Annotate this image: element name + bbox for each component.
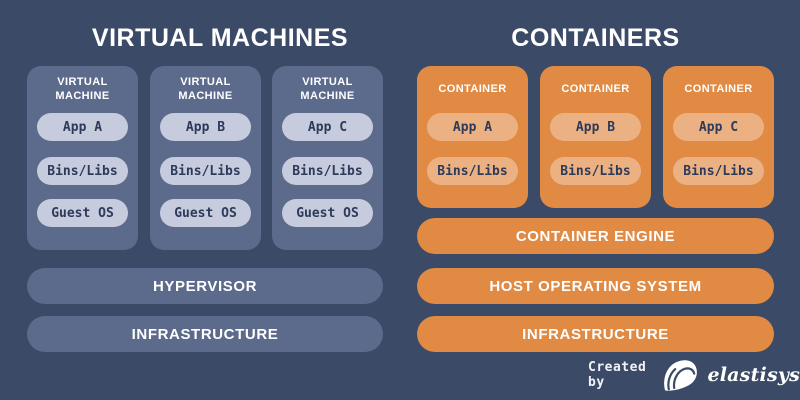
container3-bins-libs-pill: Bins/Libs [673,157,764,185]
vm-card-1: VIRTUAL MACHINE App A Bins/Libs Guest OS [27,66,138,250]
container-card-2: CONTAINER App B Bins/Libs [540,66,651,208]
container-engine-bar: CONTAINER ENGINE [417,218,774,254]
elastisys-nautilus-icon [662,359,698,392]
container2-bins-libs-pill: Bins/Libs [550,157,641,185]
vm-card-header: VIRTUAL MACHINE [55,76,110,103]
vm-card-header: VIRTUAL MACHINE [300,76,355,103]
container3-app-pill: App C [673,113,764,141]
host-operating-system-bar: HOST OPERATING SYSTEM [417,268,774,304]
vm-card-2: VIRTUAL MACHINE App B Bins/Libs Guest OS [150,66,261,250]
created-by-label: Created by [588,360,647,390]
container-card-1: CONTAINER App A Bins/Libs [417,66,528,208]
footer-credit: Created by elastisys [588,356,800,394]
container-card-3: CONTAINER App C Bins/Libs [663,66,774,208]
vm3-app-pill: App C [282,113,373,141]
vm-card-3: VIRTUAL MACHINE App C Bins/Libs Guest OS [272,66,383,250]
container-card-header: CONTAINER [438,83,507,95]
virtual-machines-title: VIRTUAL MACHINES [91,24,349,52]
hypervisor-bar: HYPERVISOR [27,268,383,304]
vm3-guest-os-pill: Guest OS [282,199,373,227]
vm1-bins-libs-pill: Bins/Libs [37,157,128,185]
elastisys-wordmark: elastisys [707,364,800,386]
vm1-app-pill: App A [37,113,128,141]
container-card-header: CONTAINER [561,83,630,95]
vm-card-header: VIRTUAL MACHINE [178,76,233,103]
containers-title: CONTAINERS [511,24,680,52]
vm2-bins-libs-pill: Bins/Libs [160,157,251,185]
container1-bins-libs-pill: Bins/Libs [427,157,518,185]
vm2-guest-os-pill: Guest OS [160,199,251,227]
vm1-guest-os-pill: Guest OS [37,199,128,227]
container-infrastructure-bar: INFRASTRUCTURE [417,316,774,352]
vm-infrastructure-bar: INFRASTRUCTURE [27,316,383,352]
container-card-header: CONTAINER [684,83,753,95]
container1-app-pill: App A [427,113,518,141]
vm2-app-pill: App B [160,113,251,141]
container2-app-pill: App B [550,113,641,141]
vm3-bins-libs-pill: Bins/Libs [282,157,373,185]
